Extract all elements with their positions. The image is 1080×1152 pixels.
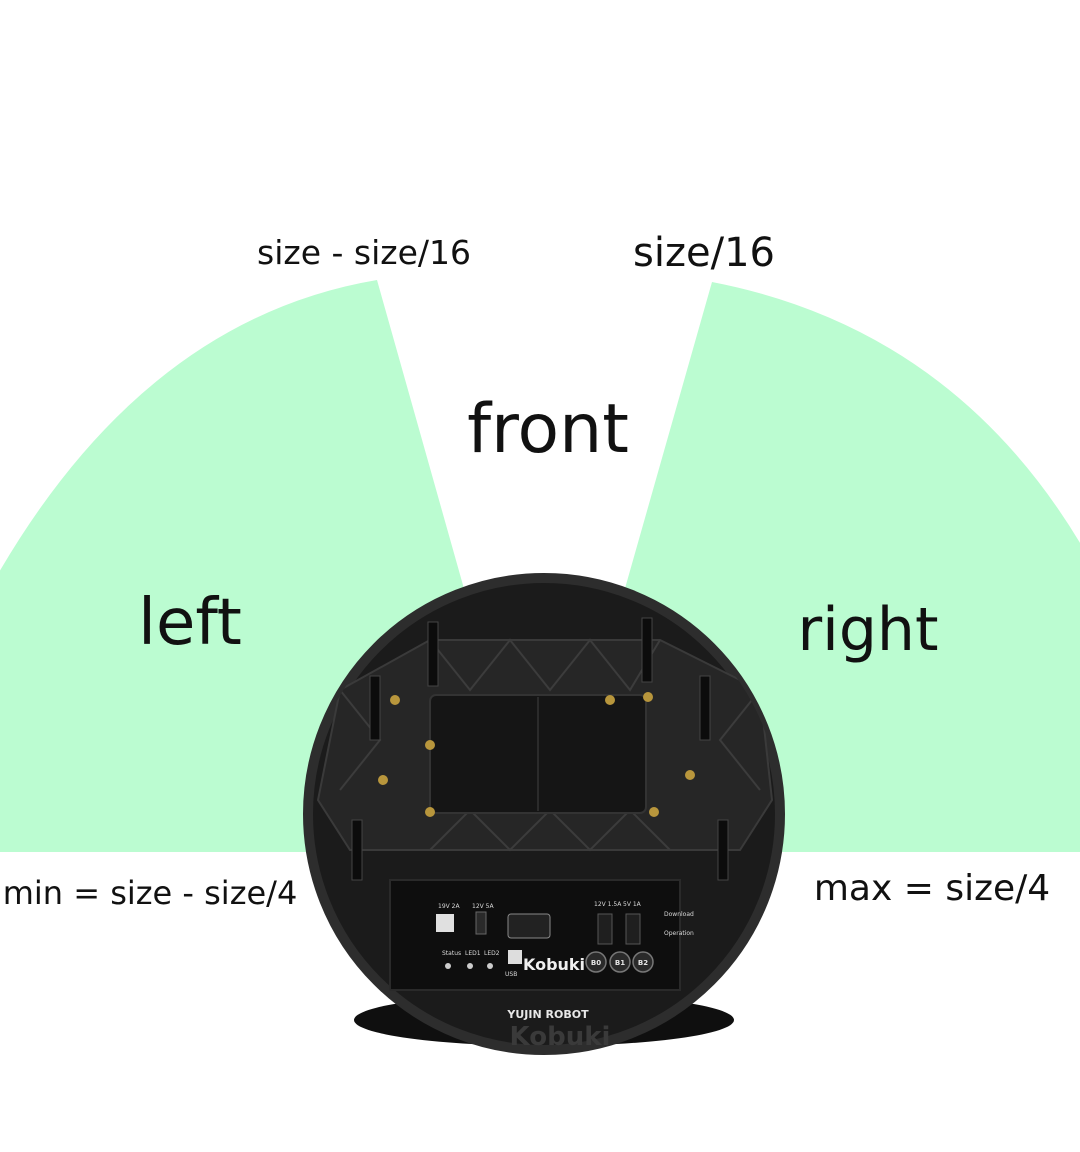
svg-text:5V 1A: 5V 1A (623, 901, 642, 908)
svg-text:LED1: LED1 (465, 950, 481, 957)
right-inner-boundary-label: size/16 (633, 230, 775, 276)
right-outer-boundary-label: max = size/4 (814, 868, 1050, 909)
left-sector-label: left (138, 586, 242, 660)
svg-text:Download: Download (664, 911, 694, 918)
kobuki-robot: 19V 2A 12V 5A 12V 1.5A 5V 1A Status LED1… (303, 573, 785, 1055)
robot-model-label: Kobuki (523, 955, 585, 974)
svg-text:12V 1.5A: 12V 1.5A (594, 901, 622, 908)
robot-brand-label: YUJIN ROBOT (506, 1008, 589, 1021)
left-outer-boundary-label: min = size - size/4 (3, 874, 298, 912)
svg-text:Operation: Operation (664, 930, 694, 937)
svg-text:B1: B1 (615, 959, 625, 967)
svg-text:19V 2A: 19V 2A (438, 903, 460, 910)
svg-text:B0: B0 (591, 959, 601, 967)
svg-text:USB: USB (505, 971, 517, 978)
robot-model-rim-label: Kobuki (510, 1022, 611, 1052)
left-inner-boundary-label: size - size/16 (257, 233, 471, 272)
right-sector-label: right (798, 595, 939, 665)
svg-text:Status: Status (442, 950, 461, 957)
svg-text:LED2: LED2 (484, 950, 500, 957)
svg-text:12V 5A: 12V 5A (472, 903, 494, 910)
front-label: front (467, 390, 629, 469)
svg-text:B2: B2 (638, 959, 648, 967)
